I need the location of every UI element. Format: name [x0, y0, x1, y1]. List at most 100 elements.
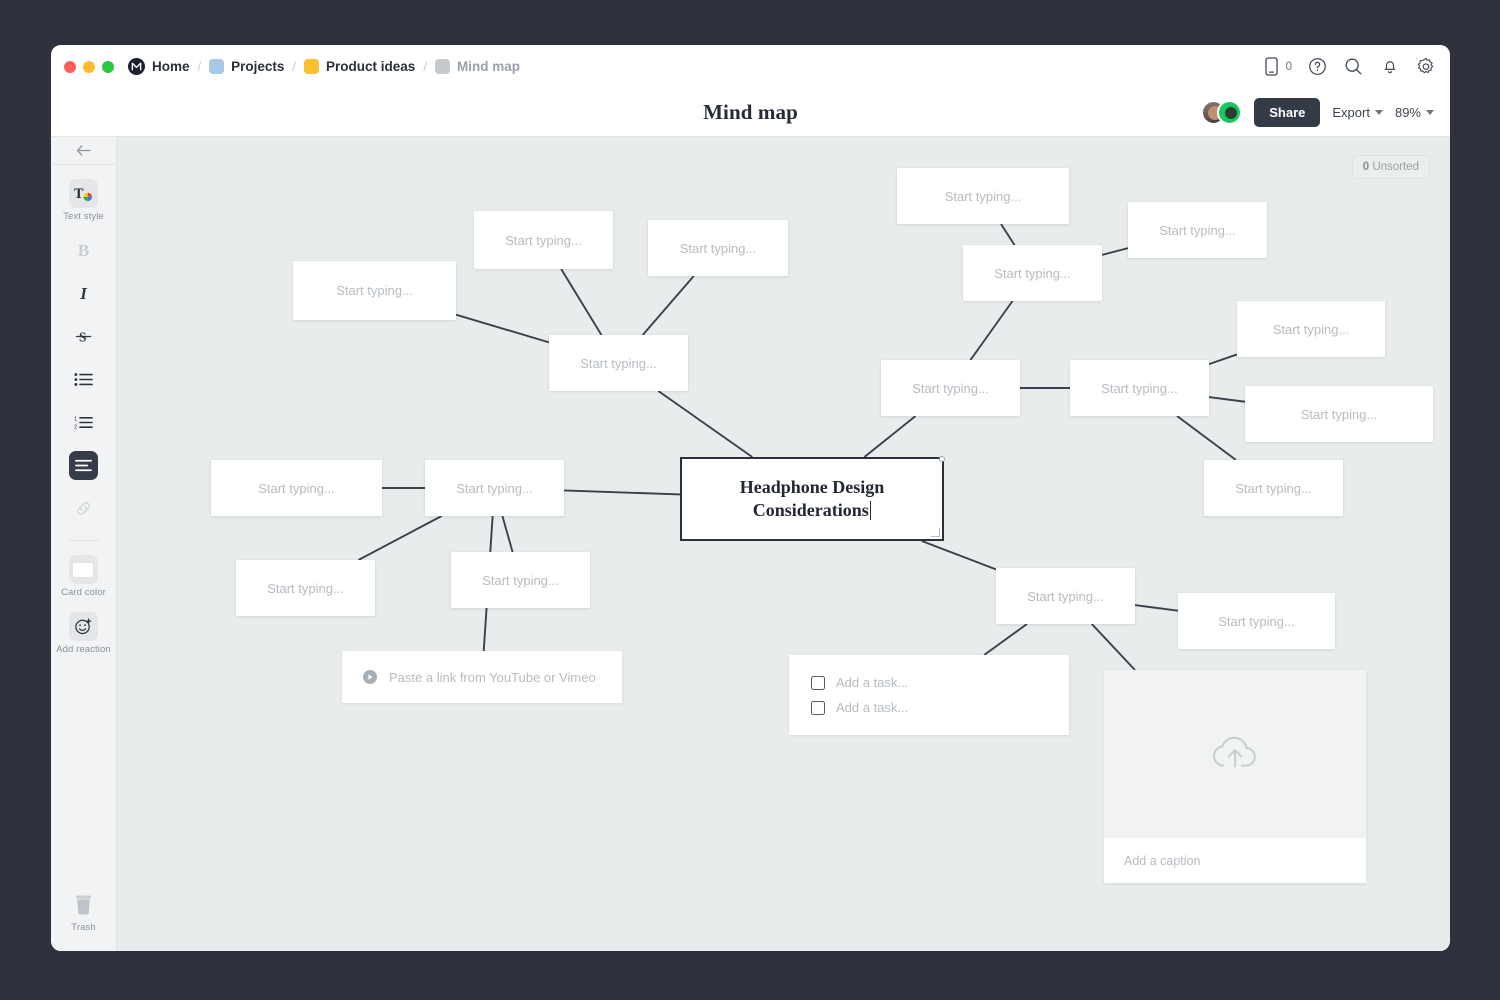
mind-map-node[interactable]: Start typing... [1128, 202, 1267, 258]
node-placeholder: Start typing... [1027, 588, 1104, 604]
mind-map-node[interactable]: Start typing... [881, 360, 1020, 416]
unsorted-label: Unsorted [1372, 161, 1419, 173]
mind-map-edge [357, 515, 443, 561]
export-dropdown[interactable]: Export [1332, 105, 1383, 120]
search-icon[interactable] [1343, 56, 1364, 77]
title-bar: Home / Projects / Product ideas / Mind m… [51, 45, 1450, 88]
mind-map-edge [560, 268, 603, 336]
svg-text:2: 2 [74, 425, 77, 430]
minimize-window-button[interactable] [83, 60, 95, 73]
mind-map-node[interactable]: Start typing... [897, 168, 1069, 224]
video-placeholder: Paste a link from YouTube or Vimeo [389, 669, 596, 685]
chevron-down-icon [1426, 109, 1434, 115]
mind-map-node[interactable]: Start typing... [451, 552, 590, 608]
mind-map-node[interactable]: Start typing... [211, 460, 382, 516]
breadcrumb-item-home[interactable]: Home [128, 58, 190, 75]
breadcrumb: Home / Projects / Product ideas / Mind m… [128, 58, 520, 75]
format-sidebar: T Text style B I S [51, 136, 117, 951]
sidebar-item-add-reaction[interactable]: Add reaction [56, 612, 111, 655]
sidebar-divider [66, 540, 101, 541]
close-window-button[interactable] [64, 60, 76, 73]
breadcrumb-item-product-ideas[interactable]: Product ideas [304, 59, 415, 74]
unsorted-count: 0 [1362, 161, 1370, 173]
root-node[interactable]: Headphone Design Considerations [680, 456, 945, 541]
task-row[interactable]: Add a task... [811, 675, 1047, 690]
mind-map-node[interactable]: Start typing... [236, 560, 375, 616]
sidebar-item-strikethrough[interactable]: S [69, 322, 98, 351]
zoom-dropdown[interactable]: 89% [1395, 105, 1434, 120]
mind-map-node[interactable]: Start typing... [963, 245, 1102, 301]
video-embed-card[interactable]: Paste a link from YouTube or Vimeo [342, 651, 622, 703]
task-checkbox[interactable] [811, 700, 825, 715]
mind-map-node[interactable]: Start typing... [648, 220, 788, 276]
maximize-window-button[interactable] [102, 60, 114, 73]
node-placeholder: Start typing... [1159, 222, 1236, 238]
mind-map-edge [969, 300, 1014, 361]
bulleted-list-icon [69, 365, 98, 394]
mind-map-node[interactable]: Start typing... [996, 568, 1135, 624]
sidebar-item-bold[interactable]: B [69, 236, 98, 265]
sidebar-item-bulleted-list[interactable] [69, 365, 98, 394]
breadcrumb-label-product-ideas: Product ideas [326, 59, 416, 74]
sidebar-item-card-color[interactable]: Card color [61, 555, 106, 598]
sidebar-item-numbered-list[interactable]: 1 2 [69, 408, 98, 437]
page-title: Mind map [703, 99, 798, 124]
mind-map-node[interactable]: Start typing... [1204, 460, 1343, 516]
mind-map-edge [1208, 353, 1238, 365]
task-checkbox[interactable] [811, 675, 825, 690]
image-caption-input[interactable]: Add a caption [1104, 838, 1366, 883]
mind-map-node[interactable]: Start typing... [293, 261, 456, 320]
unsorted-badge[interactable]: 0 Unsorted [1351, 155, 1430, 179]
mind-map-edge [921, 540, 997, 571]
mind-map-edge [1000, 223, 1016, 246]
mind-map-node[interactable]: Start typing... [474, 211, 613, 269]
mind-map-edge [1176, 415, 1237, 461]
mind-map-edge [1091, 623, 1136, 671]
mind-map-node[interactable]: Start typing... [425, 460, 564, 516]
sidebar-item-italic[interactable]: I [69, 279, 98, 308]
breadcrumb-separator: / [197, 59, 202, 74]
task-list-card[interactable]: Add a task... Add a task... [789, 655, 1069, 735]
numbered-list-icon: 1 2 [69, 408, 98, 437]
image-dropzone[interactable] [1104, 670, 1366, 838]
node-anchor-dot [939, 456, 945, 462]
mind-map-edge [642, 275, 695, 336]
bell-icon[interactable] [1379, 56, 1400, 77]
mind-map-node[interactable]: Start typing... [1070, 360, 1209, 416]
mind-map-node[interactable]: Start typing... [549, 335, 688, 391]
breadcrumb-item-mind-map[interactable]: Mind map [434, 59, 520, 74]
mobile-preview-button[interactable]: 0 [1261, 56, 1292, 77]
play-circle-icon [362, 669, 378, 685]
gear-icon[interactable] [1415, 56, 1436, 77]
sidebar-back-button[interactable] [51, 137, 116, 165]
node-placeholder: Start typing... [267, 580, 344, 596]
sidebar-item-trash[interactable]: Trash [69, 890, 98, 933]
sidebar-item-text-style[interactable]: T Text style [63, 179, 104, 222]
mind-map-node[interactable]: Start typing... [1178, 593, 1335, 649]
root-node-text: Headphone Design Considerations [739, 476, 885, 520]
mind-map-edge [983, 623, 1028, 656]
folder-square-icon [304, 59, 320, 74]
image-upload-card[interactable]: Add a caption [1104, 670, 1366, 883]
mind-map-node[interactable]: Start typing... [1245, 386, 1433, 442]
sidebar-item-link[interactable] [69, 494, 98, 523]
task-row[interactable]: Add a task... [811, 700, 1047, 715]
text-style-icon: T [68, 179, 98, 208]
breadcrumb-item-projects[interactable]: Projects [209, 59, 284, 74]
node-placeholder: Start typing... [258, 480, 335, 496]
mind-map-edge [1101, 247, 1129, 256]
traffic-lights [64, 60, 114, 73]
avatar[interactable] [1217, 99, 1243, 125]
breadcrumb-label-mind-map: Mind map [456, 59, 520, 74]
sidebar-item-paragraph-align[interactable] [69, 451, 98, 480]
node-placeholder: Start typing... [994, 265, 1071, 281]
share-button[interactable]: Share [1254, 97, 1321, 127]
resize-handle[interactable] [931, 528, 940, 537]
mind-map-node[interactable]: Start typing... [1237, 301, 1385, 357]
node-placeholder: Start typing... [679, 240, 757, 256]
strikethrough-icon: S [69, 322, 98, 351]
card-color-label: Card color [61, 587, 106, 598]
app-window: Home / Projects / Product ideas / Mind m… [51, 45, 1450, 951]
help-icon[interactable] [1307, 56, 1328, 77]
